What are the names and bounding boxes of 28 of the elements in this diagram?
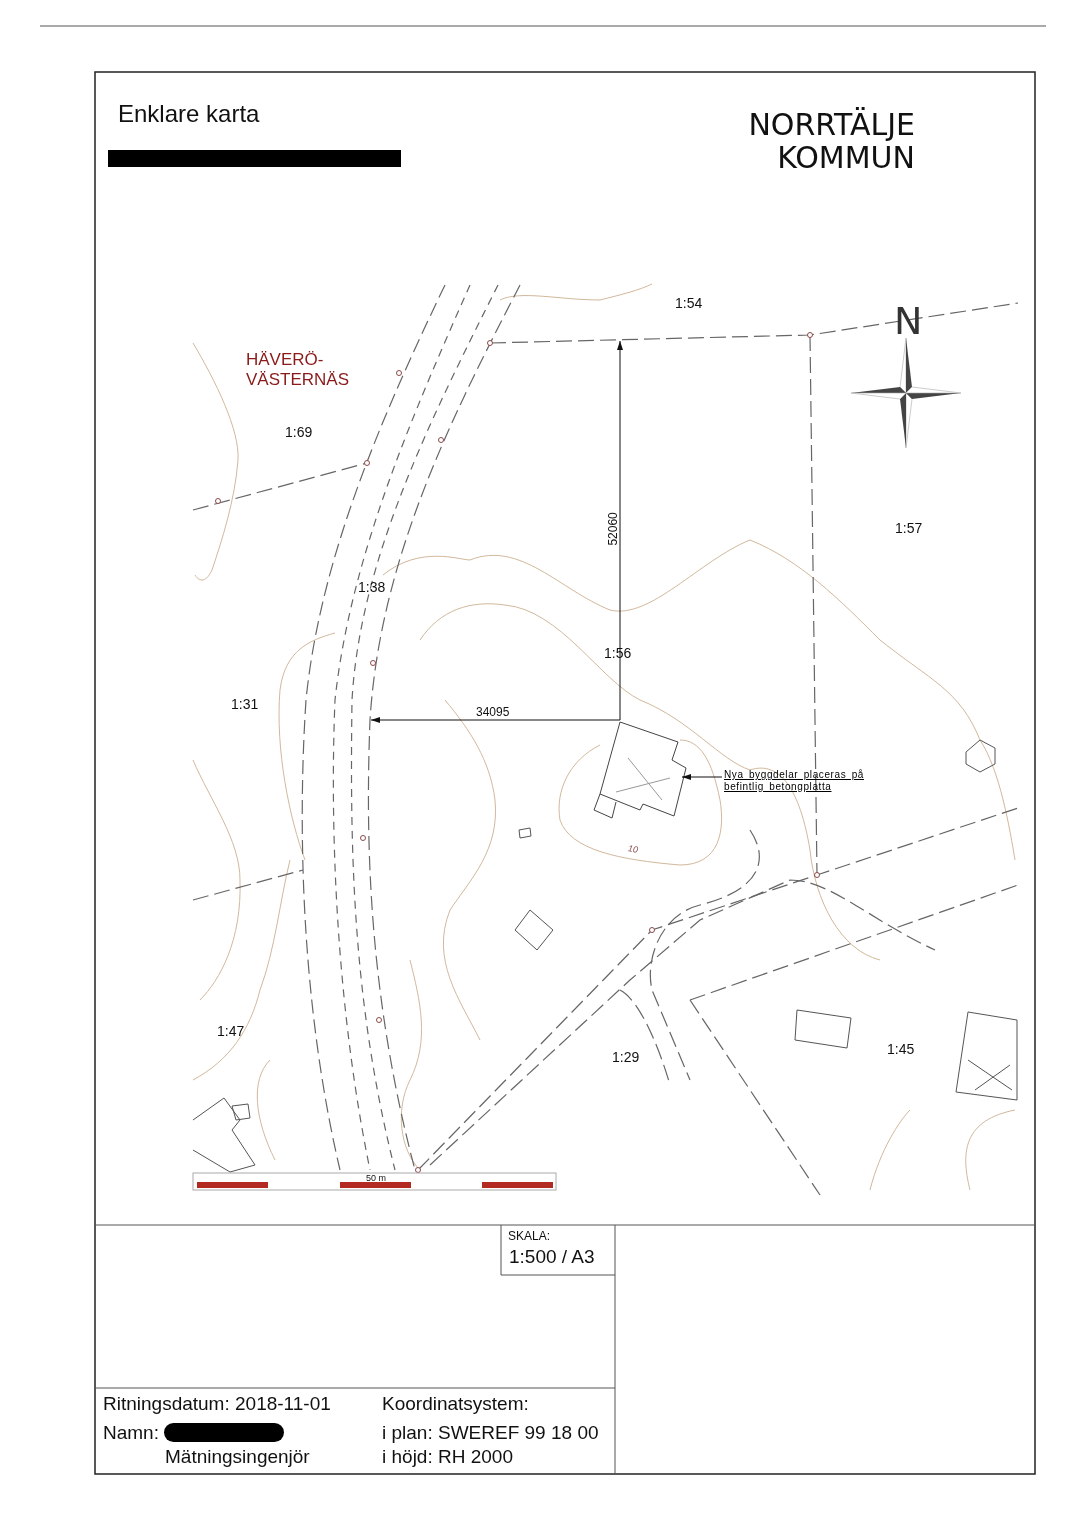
parcel-label: 1:54 [675,295,703,312]
scale-bar-label: 50 m [366,1173,386,1184]
field-label: SKALA: [508,1230,551,1244]
parcel-label: 1:57 [895,520,923,537]
municipality-name: NORRTÄLJE KOMMUN [747,108,915,174]
dimension-label: 34095 [476,706,510,720]
field-value: RH 2000 [438,1446,513,1468]
parcel-label: 1:47 [217,1023,245,1040]
parcel-label: 1:45 [887,1041,915,1058]
field-value: SWEREF 99 18 00 [438,1422,599,1444]
dimension-label: 52060 [607,511,621,548]
parcel-label: 1:38 [358,579,386,596]
field-label: i höjd: [382,1446,433,1468]
north-label: N [894,300,923,344]
annotation-text: Nya byggdelar placeras på befintlig betongplatta [724,769,874,792]
contour-label: 10 [627,843,639,856]
parcel-label: 1:69 [285,424,313,441]
scale-value: 1:500 / A3 [509,1246,595,1268]
map-title: Enklare karta [118,100,260,128]
field-label: i plan: [382,1422,433,1444]
job-title: Mätningsingenjör [165,1446,310,1468]
drawing-date: Ritningsdatum: 2018-11-01 [103,1393,331,1415]
parcel-label: 1:56 [604,645,632,662]
leader-arrow [681,774,723,780]
field-label: Namn: [103,1422,159,1444]
field-label: Koordinatsystem: [382,1393,529,1415]
parcel-label: 1:31 [231,696,259,713]
parcel-label: 1:29 [612,1049,640,1066]
